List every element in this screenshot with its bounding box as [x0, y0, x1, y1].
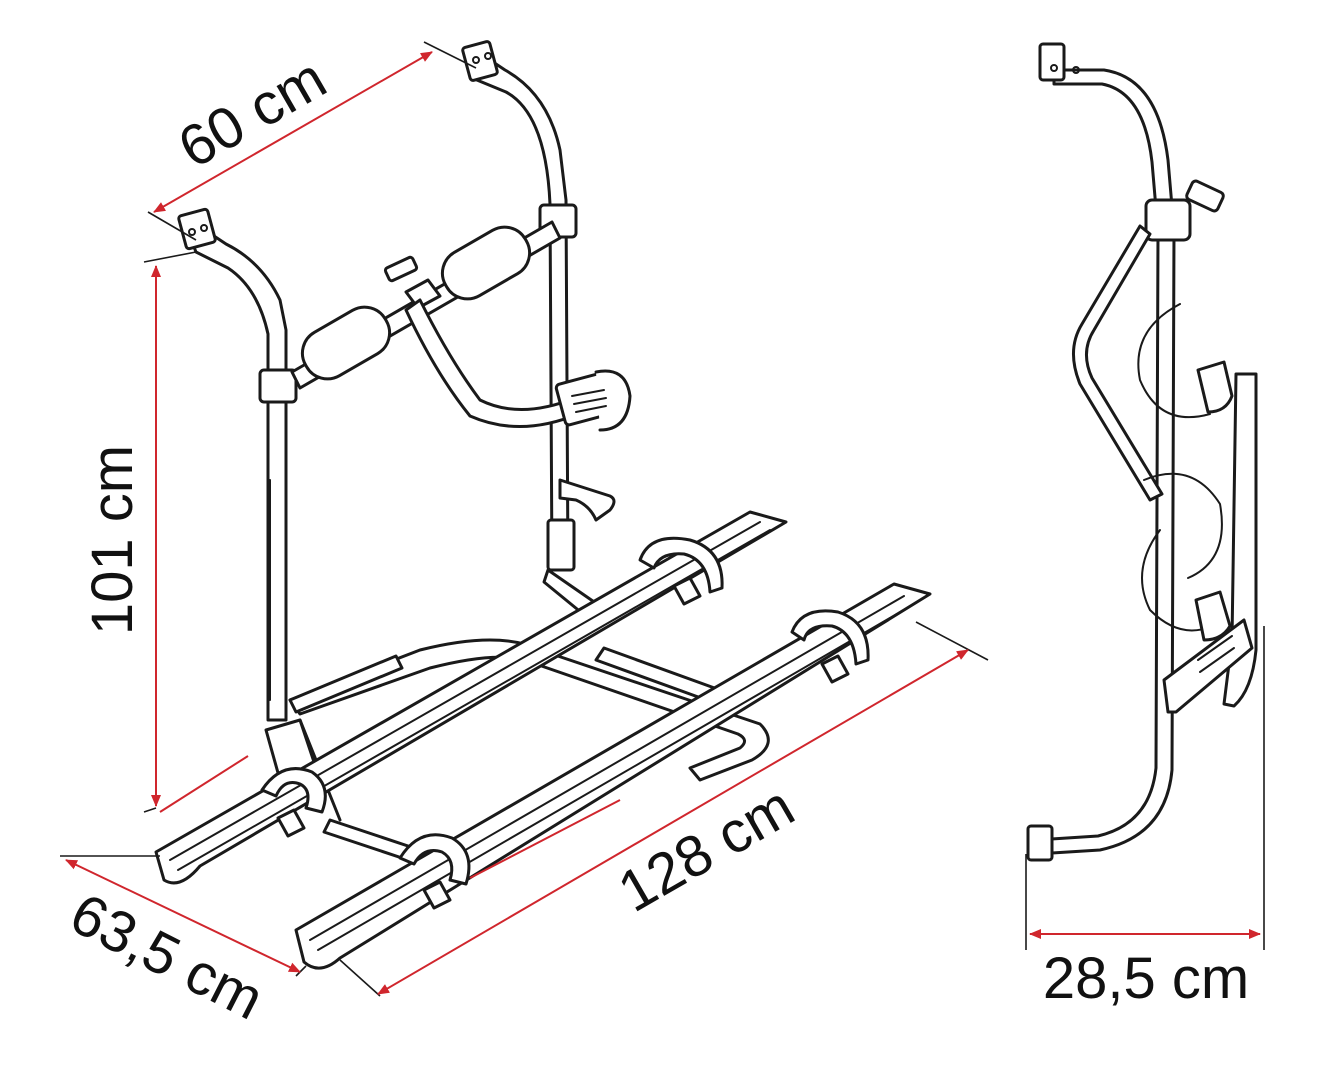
- side-frame-arm: [1071, 224, 1164, 502]
- length-dimension-label: 128 cm: [608, 773, 805, 924]
- depth-dimension-label: 63,5 cm: [60, 881, 273, 1033]
- back-rail-wheel-strap-rear: [638, 536, 724, 594]
- width-dimension-label: 60 cm: [168, 45, 337, 180]
- carrier-perspective-view: 60 cm 101 cm 63,5 cm 128 cm: [60, 40, 989, 1033]
- length-dimension-leader: [469, 799, 621, 879]
- right-upright-sleeve: [546, 518, 576, 572]
- height-extension-top: [143, 251, 197, 263]
- side-upper-wheel-arc: [1143, 472, 1223, 579]
- left-upright-clamp: [258, 368, 298, 404]
- side-upper-hook: [1196, 360, 1234, 414]
- height-extension-bottom: [143, 807, 157, 813]
- crossbar-knob: [383, 255, 419, 283]
- length-extension-left: [339, 959, 381, 997]
- depth-dimension-line: [65, 859, 301, 973]
- side-top-bracket: [1038, 42, 1066, 82]
- side-upper-knob: [1185, 179, 1225, 213]
- left-upright: [177, 207, 298, 722]
- side-upper-clamp: [1144, 198, 1192, 242]
- width-extension-left: [147, 211, 197, 241]
- side-frame-strap: [1137, 303, 1211, 419]
- right-foam-pad: [440, 225, 532, 301]
- carrier-side-view: 28,5 cm: [1025, 42, 1265, 1011]
- side-depth-dimension-label: 28,5 cm: [1043, 946, 1249, 1011]
- side-rail-column: [1222, 372, 1258, 708]
- right-mount-bracket: [461, 40, 499, 82]
- left-foam-pad: [300, 305, 392, 381]
- width-dimension-line: [153, 51, 433, 213]
- frame-holder-strap: [594, 369, 632, 432]
- back-rail-wheel-strap-front: [260, 767, 327, 814]
- front-wheel-rail: [294, 582, 932, 970]
- left-mount-bracket: [177, 207, 217, 251]
- depth-extension-right: [295, 965, 307, 977]
- height-dimension-label: 101 cm: [80, 445, 145, 635]
- length-dimension-line: [377, 649, 969, 995]
- side-lower-wheel-arc: [1141, 529, 1213, 632]
- length-extension-right: [915, 621, 989, 661]
- depth-dimension-leader: [159, 755, 249, 813]
- side-bottom-bracket: [1026, 824, 1054, 862]
- upper-crossbar: [290, 220, 632, 432]
- width-extension-right: [423, 41, 477, 69]
- side-main-tube: [1034, 68, 1176, 856]
